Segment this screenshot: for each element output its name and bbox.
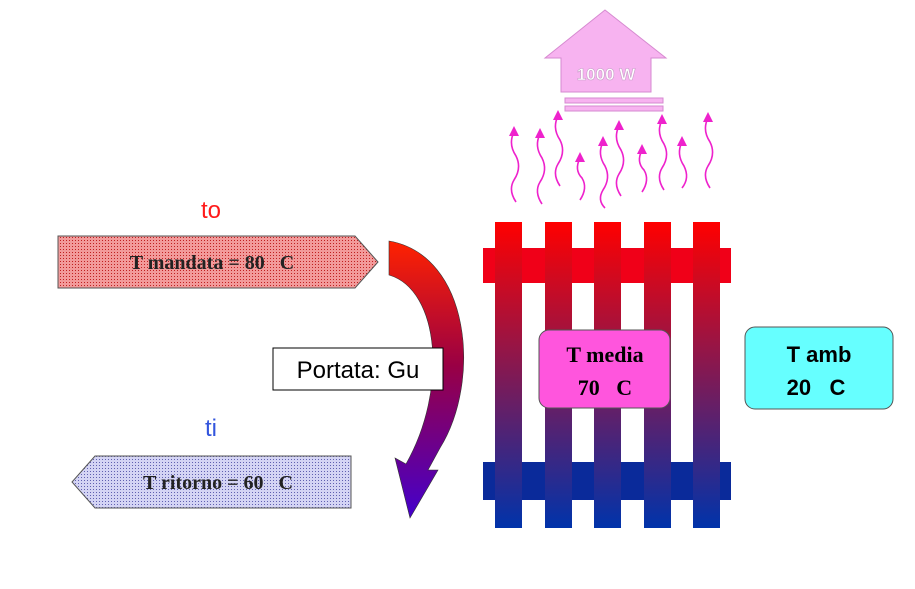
mean-temp-line2: 70 C: [578, 375, 632, 400]
heat-waves: [510, 115, 714, 209]
flow-rate-label: Portata: Gu: [297, 357, 420, 384]
power-label: 1000 W: [577, 65, 637, 84]
mean-temp-line1: T media: [566, 342, 643, 367]
ambient-temp-box: T amb 20 C: [744, 326, 894, 410]
return-temp-label: T ritorno = 60 C: [143, 472, 293, 494]
supply-arrow: T mandata = 80 C: [57, 235, 379, 289]
supply-symbol: to: [201, 197, 221, 224]
heat-wave-arrowheads: [509, 110, 713, 162]
flow-arc-arrow: [388, 240, 464, 519]
power-output-arrow: 1000 W: [543, 9, 668, 112]
return-arrow: T ritorno = 60 C: [71, 455, 352, 509]
mean-temp-box: T media 70 C: [538, 329, 671, 409]
return-symbol: ti: [205, 415, 217, 442]
ambient-temp-line2: 20 C: [787, 375, 846, 400]
supply-temp-label: T mandata = 80 C: [130, 252, 294, 274]
flow-rate-box: Portata: Gu: [272, 347, 444, 391]
ambient-temp-line1: T amb: [787, 342, 852, 367]
